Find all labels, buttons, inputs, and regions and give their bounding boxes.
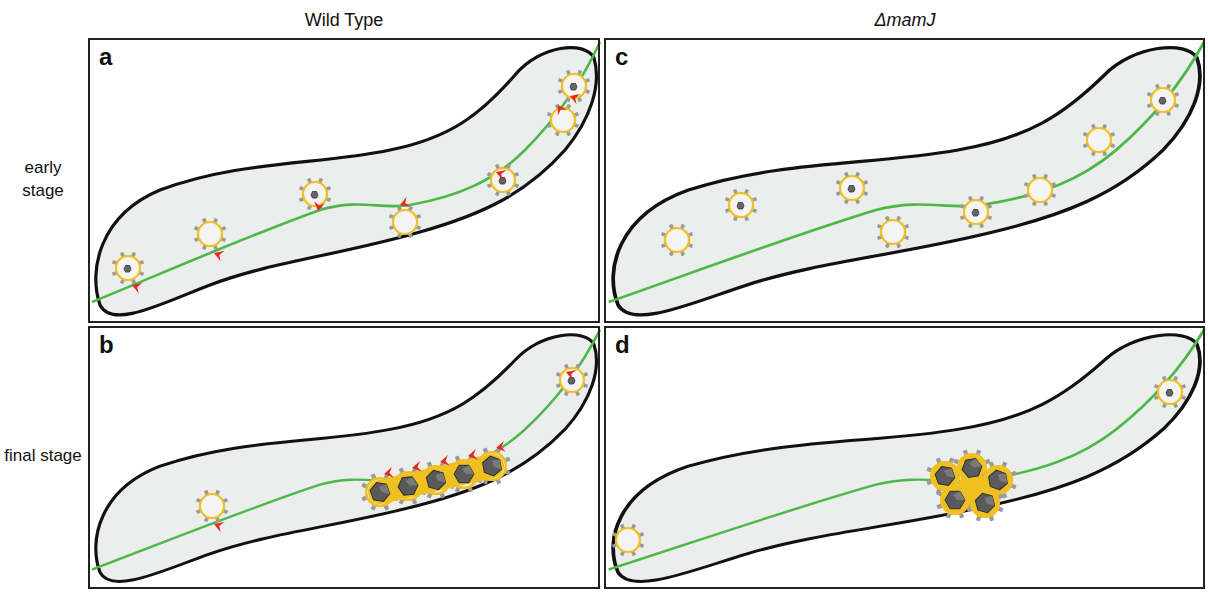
column-header: ΔmamJ [785, 8, 1025, 32]
column-header: Wild Type [224, 8, 464, 32]
panel-letter: a [99, 43, 112, 71]
figure-panel: c [604, 38, 1205, 323]
panel-letter: d [615, 331, 630, 359]
figure-panel: a [88, 38, 600, 323]
row-label: early stage [3, 157, 83, 203]
panel-letter: c [615, 43, 628, 71]
figure-panel: b [88, 326, 600, 589]
figure-panel: d [604, 326, 1205, 589]
row-label: final stage [3, 445, 83, 468]
panel-letter: b [99, 331, 114, 359]
